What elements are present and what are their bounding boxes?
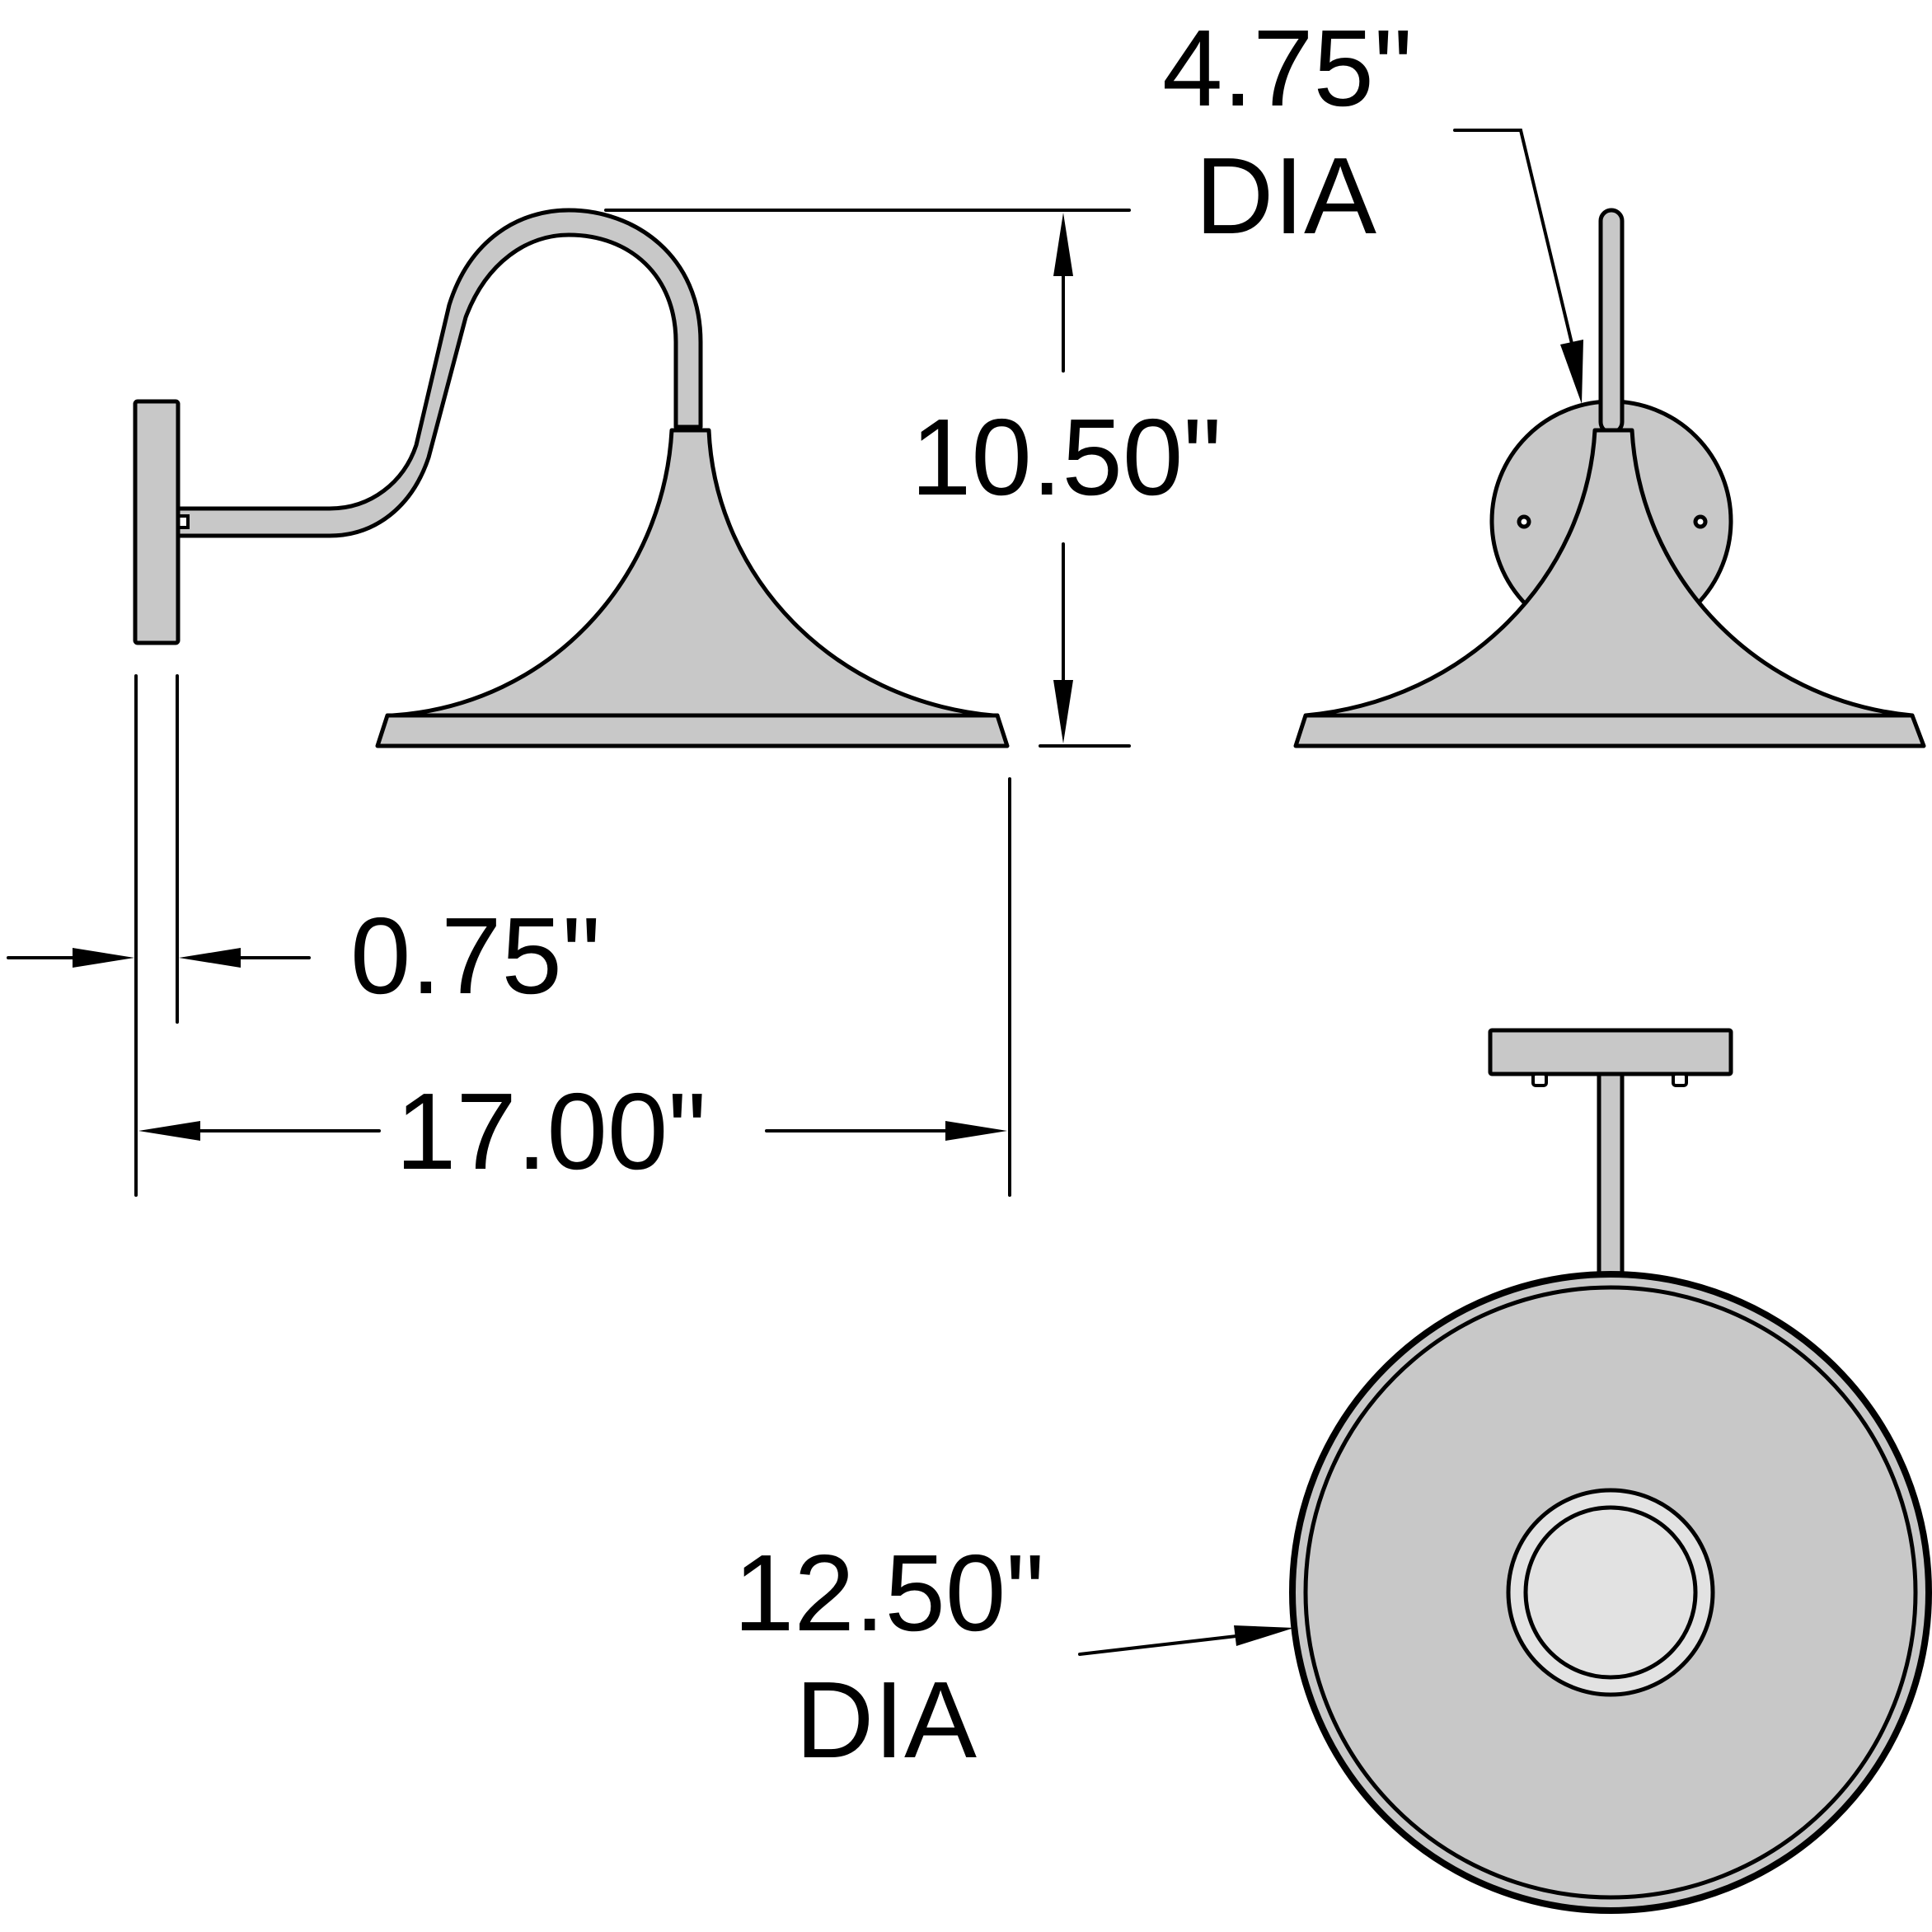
front-view: [1293, 208, 1926, 748]
dim-height: 10.50": [604, 209, 1222, 748]
dim-extension-value: 17.00": [396, 1071, 706, 1192]
backplate-side: [133, 399, 181, 645]
dim-height-value: 10.50": [911, 396, 1222, 518]
dim-backplate-dia-suffix: DIA: [1195, 135, 1376, 256]
backplate-bottom: [1488, 1028, 1733, 1076]
dim-backplate-depth: 0.75": [7, 674, 601, 1024]
dim-backplate-dia-value: 4.75": [1162, 7, 1413, 129]
dim-shade-dia: 12.50" DIA: [734, 1532, 1294, 1780]
shade-side: [375, 428, 1010, 748]
dim-shade-dia-value: 12.50": [734, 1532, 1044, 1653]
dim-backplate-depth-value: 0.75": [350, 895, 601, 1016]
socket-lens: [1523, 1505, 1698, 1680]
tab-right: [1672, 1072, 1688, 1087]
arm-front: [1598, 208, 1625, 435]
dim-shade-dia-suffix: DIA: [795, 1659, 977, 1780]
screw-hole-left: [1517, 514, 1531, 529]
shade-front: [1293, 428, 1926, 748]
arm-bottom: [1597, 1072, 1625, 1278]
side-view: [133, 208, 1010, 748]
tab-left: [1531, 1072, 1548, 1087]
dim-backplate-dia: 4.75" DIA: [1162, 7, 1583, 404]
screw-hole-right: [1693, 514, 1708, 529]
bottom-view: [1289, 1028, 1932, 1914]
gooseneck-arm: [176, 208, 703, 538]
dim-extension: 17.00": [134, 777, 1011, 1197]
